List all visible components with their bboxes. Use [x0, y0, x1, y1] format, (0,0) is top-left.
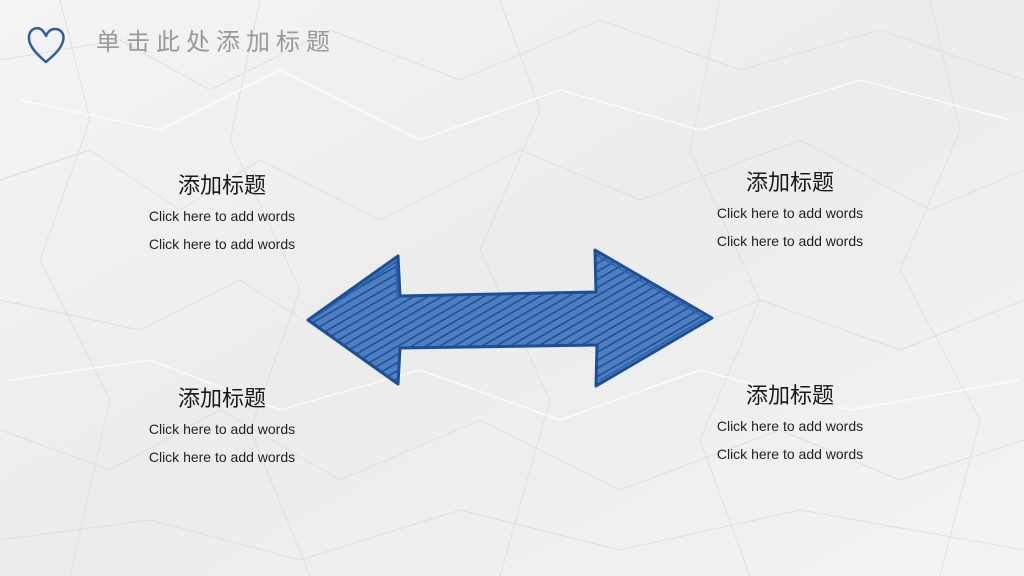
block-heading: 添加标题	[745, 384, 834, 409]
block-text-line: Click here to add words	[148, 236, 296, 252]
text-block-top-left[interactable]: 添加标题 Click here to add words Click here …	[112, 172, 332, 258]
block-heading: 添加标题	[177, 174, 266, 199]
double-arrow-icon	[306, 248, 714, 388]
block-text-line: Click here to add words	[716, 418, 864, 434]
block-text-line: Click here to add words	[148, 421, 296, 437]
text-block-bottom-right[interactable]: 添加标题 Click here to add words Click here …	[680, 382, 900, 468]
block-text-line: Click here to add words	[148, 449, 296, 465]
slide-title[interactable]: 单击此处添加标题	[96, 28, 336, 56]
block-text-line: Click here to add words	[716, 205, 864, 221]
text-block-bottom-left[interactable]: 添加标题 Click here to add words Click here …	[112, 385, 332, 471]
text-block-top-right[interactable]: 添加标题 Click here to add words Click here …	[680, 169, 900, 255]
heart-outline-icon	[27, 27, 65, 64]
block-heading: 添加标题	[745, 171, 834, 196]
block-text-line: Click here to add words	[716, 446, 864, 462]
block-heading: 添加标题	[177, 387, 266, 412]
block-text-line: Click here to add words	[716, 233, 864, 249]
block-text-line: Click here to add words	[148, 208, 296, 224]
